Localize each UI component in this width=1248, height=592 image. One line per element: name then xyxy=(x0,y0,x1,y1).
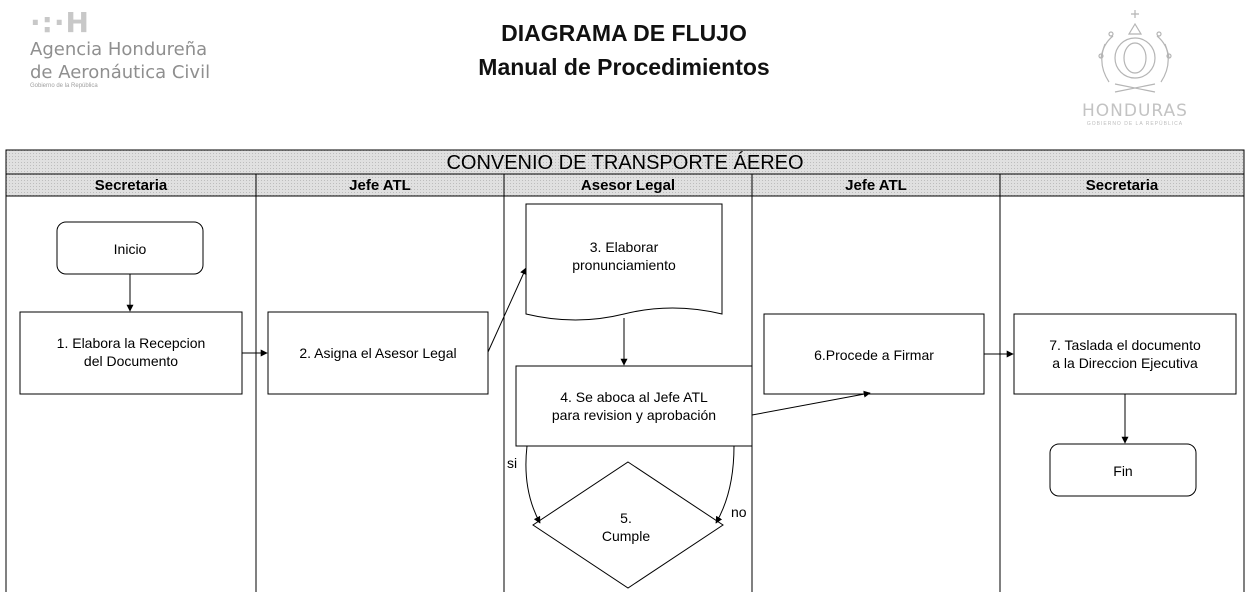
arrow-no-branch xyxy=(715,445,735,524)
node-step5-decision: 5. Cumple xyxy=(532,461,724,589)
node-step3-line2: pronunciamiento xyxy=(572,257,676,273)
agency-name-line2: de Aeronáutica Civil xyxy=(30,62,211,83)
node-step5-line1: 5. xyxy=(620,510,632,526)
node-step2-label: 2. Asigna el Asesor Legal xyxy=(299,345,456,361)
node-step5-line2: Cumple xyxy=(602,528,650,544)
diagram-title: CONVENIO DE TRANSPORTE ÁEREO xyxy=(446,151,803,174)
node-step3-line1: 3. Elaborar xyxy=(590,239,659,255)
node-step7: 7. Taslada el documento a la Direccion E… xyxy=(1013,313,1237,395)
honduras-tagline: GOBIERNO DE LA REPÚBLICA xyxy=(1086,121,1184,127)
agency-logo-mark: ·:·H xyxy=(30,6,90,39)
lane-header-5: Secretaria xyxy=(1086,177,1159,194)
lane-header-2: Jefe ATL xyxy=(349,177,411,194)
lane-header-1: Secretaria xyxy=(95,177,168,194)
node-step2: 2. Asigna el Asesor Legal xyxy=(267,311,489,395)
connectors xyxy=(126,267,1129,524)
node-step1-line2: del Documento xyxy=(84,353,178,369)
lane-dividers xyxy=(5,150,1245,592)
honduras-name: HONDURAS xyxy=(1082,101,1188,121)
node-fin-label: Fin xyxy=(1113,463,1132,479)
arrow-si-branch xyxy=(525,445,541,524)
agency-logo: ·:·H Agencia Hondureña de Aeronáutica Ci… xyxy=(30,6,220,126)
arrow-step4-step6 xyxy=(751,390,871,416)
coat-of-arms-icon xyxy=(1098,10,1172,93)
agency-name-line1: Agencia Hondureña xyxy=(30,39,208,60)
node-step4-line1: 4. Se aboca al Jefe ATL xyxy=(560,389,708,405)
node-step6-label: 6.Procede a Firmar xyxy=(814,347,934,363)
agency-gov-line: Gobierno de la República xyxy=(30,83,98,89)
page-title: DIAGRAMA DE FLUJO xyxy=(501,20,747,46)
lane-header-4: Jefe ATL xyxy=(845,177,907,194)
node-step7-line1: 7. Taslada el documento xyxy=(1049,337,1201,353)
node-step1-line1: 1. Elabora la Recepcion xyxy=(57,335,206,351)
node-step6: 6.Procede a Firmar xyxy=(763,313,985,395)
node-fin: Fin xyxy=(1049,443,1197,497)
arrow-step2-step3 xyxy=(487,267,527,353)
node-inicio: Inicio xyxy=(56,221,204,275)
node-step4-line2: para revision y aprobación xyxy=(552,407,716,423)
label-si: si xyxy=(507,455,517,471)
node-step7-line2: a la Direccion Ejecutiva xyxy=(1052,355,1198,371)
node-step3: 3. Elaborar pronunciamiento xyxy=(525,203,723,321)
node-step1: 1. Elabora la Recepcion del Documento xyxy=(19,311,243,395)
node-inicio-label: Inicio xyxy=(114,241,147,257)
lane-header-3: Asesor Legal xyxy=(581,177,675,194)
node-step4: 4. Se aboca al Jefe ATL para revision y … xyxy=(515,365,753,447)
label-no: no xyxy=(731,504,747,520)
page-subtitle: Manual de Procedimientos xyxy=(478,54,770,80)
honduras-logo: HONDURAS GOBIERNO DE LA REPÚBLICA xyxy=(1055,4,1215,134)
